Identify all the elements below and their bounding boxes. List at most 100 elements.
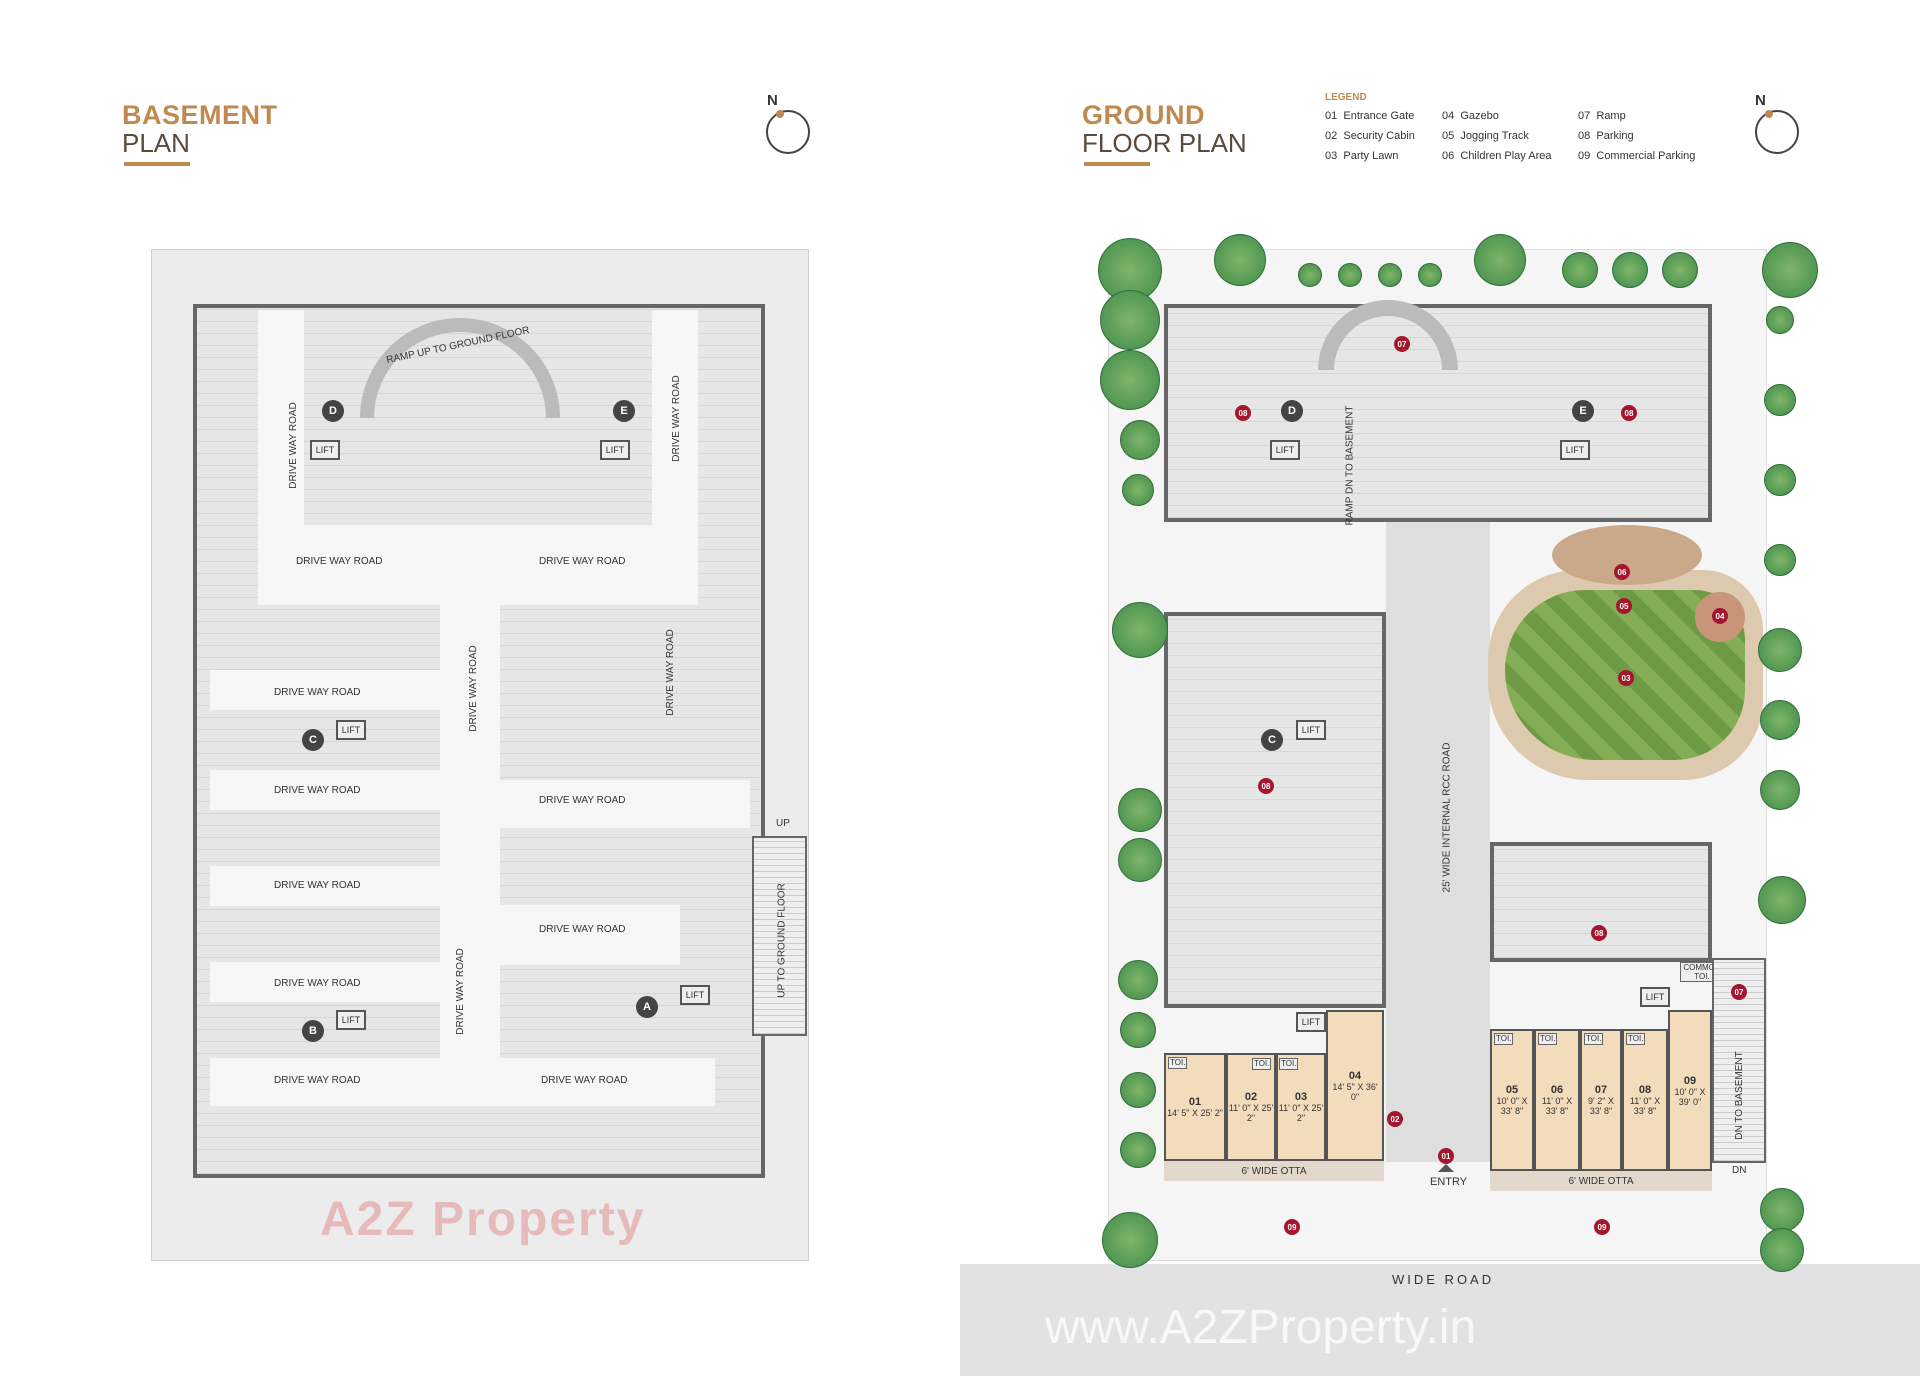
core-marker: A: [636, 996, 658, 1018]
shop-number: 03: [1294, 1091, 1308, 1103]
road-label: DRIVE WAY ROAD: [274, 978, 361, 989]
road-label: DRIVE WAY ROAD: [664, 629, 676, 716]
north-compass-icon: [766, 110, 810, 154]
north-label: N: [1755, 92, 1766, 109]
tree-icon: [1762, 242, 1818, 298]
legend-item: 04 Gazebo: [1442, 110, 1499, 122]
drive-way: [210, 866, 450, 906]
core-marker: D: [322, 400, 344, 422]
ramp-label: RAMP DN TO BASEMENT: [1344, 405, 1356, 526]
watermark-url: www.A2ZProperty.in: [1045, 1301, 1477, 1354]
core-marker: C: [1261, 729, 1283, 751]
internal-road: [1386, 522, 1490, 1162]
legend-marker: 02: [1387, 1111, 1403, 1127]
shop-number: 05: [1505, 1084, 1519, 1096]
legend-label: Party Lawn: [1343, 150, 1399, 162]
legend-num: 05: [1442, 130, 1455, 142]
tree-icon: [1764, 384, 1796, 416]
shop-number: 07: [1594, 1084, 1608, 1096]
shop-number: 01: [1188, 1096, 1202, 1108]
tree-icon: [1764, 464, 1796, 496]
shop-size: 11' 0" X 25' 2": [1228, 1103, 1274, 1123]
legend-marker: 07: [1731, 984, 1747, 1000]
core-marker: C: [302, 729, 324, 751]
title-underline: [124, 162, 190, 166]
ramp-up: [752, 836, 807, 1036]
drive-way: [258, 310, 304, 540]
road-label: DRIVE WAY ROAD: [539, 795, 626, 806]
tree-icon: [1760, 770, 1800, 810]
tree-icon: [1758, 876, 1806, 924]
road-label: DRIVE WAY ROAD: [274, 687, 361, 698]
wide-road: [960, 1264, 1920, 1376]
legend-item: 08 Parking: [1578, 130, 1634, 142]
legend-marker: 09: [1284, 1219, 1300, 1235]
road-label: DRIVE WAY ROAD: [467, 645, 479, 732]
legend-marker: 06: [1614, 564, 1630, 580]
road-label: DRIVE WAY ROAD: [539, 556, 626, 567]
legend-num: 03: [1325, 150, 1338, 162]
drive-way: [500, 905, 680, 965]
legend-item: 03 Party Lawn: [1325, 150, 1398, 162]
shop-number: 02: [1244, 1091, 1258, 1103]
ground-title-light: FLOOR PLAN: [1082, 128, 1247, 158]
shop-size: 14' 5" X 25' 2": [1167, 1108, 1223, 1118]
legend-item: 09 Commercial Parking: [1578, 150, 1695, 162]
legend-item: 07 Ramp: [1578, 110, 1626, 122]
legend-num: 04: [1442, 110, 1455, 122]
legend-num: 01: [1325, 110, 1338, 122]
toilet-label: TOI.: [1168, 1057, 1188, 1069]
road-label: DRIVE WAY ROAD: [670, 375, 682, 462]
north-compass-icon: [1755, 110, 1799, 154]
road-label: DRIVE WAY ROAD: [541, 1075, 628, 1086]
otta-right: 6' WIDE OTTA: [1490, 1171, 1712, 1191]
legend-num: 08: [1578, 130, 1591, 142]
tree-icon: [1100, 290, 1160, 350]
shop-size: 14' 5" X 36' 0": [1332, 1081, 1378, 1102]
wide-road-label: WIDE ROAD: [1392, 1272, 1495, 1287]
shop-number: 06: [1550, 1084, 1564, 1096]
lift: LIFT: [680, 985, 710, 1005]
drive-way: [210, 670, 450, 710]
left-parking: [1164, 612, 1386, 1008]
lift: LIFT: [1296, 720, 1326, 740]
legend-num: 06: [1442, 150, 1455, 162]
tree-icon: [1120, 1132, 1156, 1168]
core-marker: B: [302, 1020, 324, 1042]
road-label: DRIVE WAY ROAD: [296, 556, 383, 567]
watermark-logo: A2Z Property: [320, 1193, 646, 1246]
legend-marker: 01: [1438, 1148, 1454, 1164]
tree-icon: [1112, 602, 1168, 658]
road-label: DRIVE WAY ROAD: [454, 948, 466, 1035]
tree-icon: [1418, 263, 1442, 287]
lift: LIFT: [1270, 440, 1300, 460]
legend-marker: 03: [1618, 670, 1634, 686]
tree-icon: [1298, 263, 1322, 287]
road-label: DRIVE WAY ROAD: [274, 880, 361, 891]
lift: LIFT: [1640, 987, 1670, 1007]
road-label: DRIVE WAY ROAD: [539, 924, 626, 935]
lift: LIFT: [336, 720, 366, 740]
legend-num: 07: [1578, 110, 1591, 122]
legend-item: 02 Security Cabin: [1325, 130, 1415, 142]
up-label: UP: [776, 818, 790, 829]
toilet-label: TOI.: [1252, 1058, 1272, 1070]
dn-label: DN: [1732, 1165, 1747, 1176]
legend-marker: 07: [1394, 336, 1410, 352]
legend-marker: 04: [1712, 608, 1728, 624]
shop-number: 04: [1348, 1069, 1362, 1082]
basement-title-light: PLAN: [122, 128, 190, 158]
legend-marker: 05: [1616, 598, 1632, 614]
internal-road-label: 25' WIDE INTERNAL RCC ROAD: [1441, 742, 1453, 893]
legend-marker: 08: [1235, 405, 1251, 421]
shop-size: 10' 0" X 33' 8": [1496, 1096, 1528, 1116]
tree-icon: [1120, 420, 1160, 460]
legend-marker: 08: [1258, 778, 1274, 794]
legend-item: 06 Children Play Area: [1442, 150, 1551, 162]
